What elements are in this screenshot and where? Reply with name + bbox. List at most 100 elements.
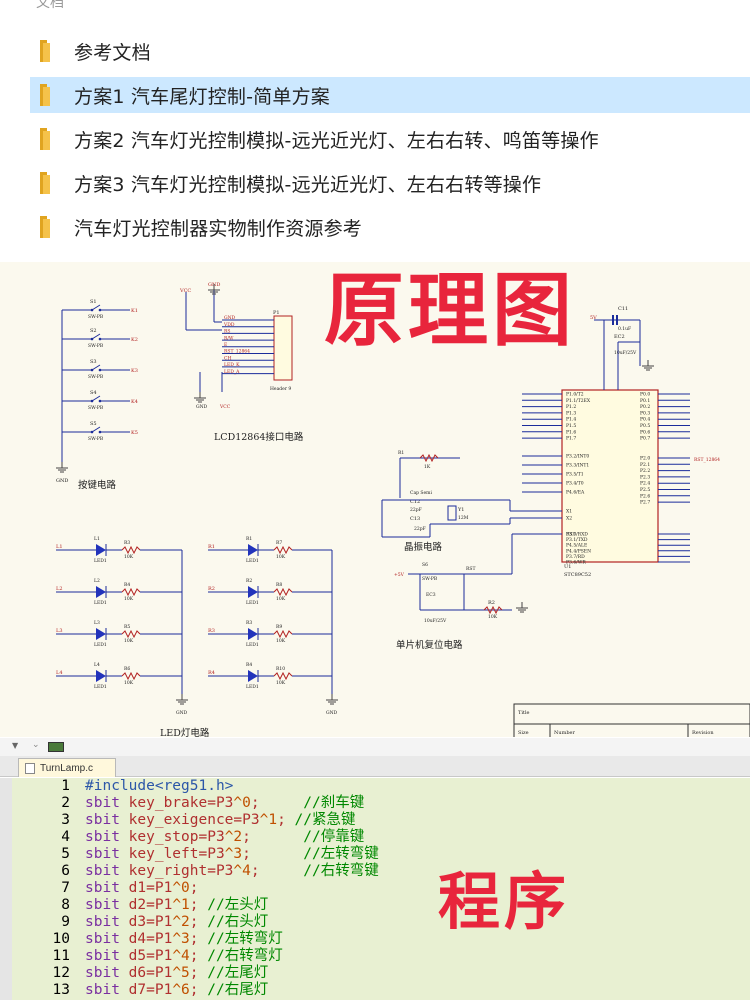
- schematic-label: LED1: [246, 684, 259, 690]
- schematic-label: 12M: [458, 515, 469, 521]
- schematic-label: P3.4/T0: [566, 481, 584, 487]
- switch-contact: [90, 337, 94, 341]
- schematic-label: E: [224, 342, 227, 348]
- schematic-label: 5V: [590, 315, 597, 321]
- switch-contact: [90, 430, 94, 434]
- code-token: sbit: [85, 982, 120, 998]
- switch-contact: [98, 368, 102, 372]
- resistor: [273, 629, 293, 639]
- code-token: sbit: [85, 931, 120, 947]
- schematic-label: GND: [176, 710, 188, 716]
- code-token: key_stop=P3: [119, 829, 225, 845]
- wire: [91, 333, 101, 340]
- led: [96, 670, 106, 682]
- schematic-label: K1: [131, 308, 138, 314]
- schematic-label: P1.3: [566, 410, 576, 416]
- code-token: d5=P1: [119, 948, 173, 964]
- switch-contact: [90, 368, 94, 372]
- schematic-label: P2.2: [640, 468, 650, 474]
- window-icon[interactable]: [48, 742, 64, 752]
- schematic-label: S1: [90, 299, 97, 305]
- schematic-label: P1.2: [566, 404, 576, 410]
- code-token: ;: [250, 863, 304, 879]
- title-block: [513, 703, 750, 737]
- wire: [91, 304, 101, 311]
- resistor: [121, 587, 141, 597]
- schematic-label: L1: [94, 536, 100, 542]
- switch-contact: [98, 308, 102, 312]
- schematic-label: R3: [124, 540, 130, 546]
- tab-turnlamp-c[interactable]: TurnLamp.c: [18, 758, 116, 777]
- schematic-label: P0.2: [640, 404, 650, 410]
- code-token: ;: [189, 880, 199, 896]
- folder-item[interactable]: 方案1 汽车尾灯控制-简单方案: [30, 77, 750, 113]
- schematic-label: SW-PB: [88, 374, 104, 380]
- schematic-label: R1: [246, 536, 252, 542]
- schematic-label: LCD12864接口电路: [214, 431, 304, 443]
- schematic-label: S6: [422, 562, 428, 568]
- code-token: ;: [189, 982, 208, 998]
- code-token: d6=P1: [119, 965, 173, 981]
- schematic-label: K4: [131, 399, 138, 405]
- code-token: d7=P1: [119, 982, 173, 998]
- schematic-label: SW-PB: [422, 576, 438, 582]
- schematic-label: X2: [566, 516, 572, 522]
- schematic-label: 1K: [424, 464, 431, 470]
- capacitor: [616, 315, 618, 325]
- schematic-label: SW-PB: [88, 436, 104, 442]
- line-number: 1: [61, 778, 70, 794]
- code-token: sbit: [85, 795, 120, 811]
- schematic-label: 10K: [124, 554, 134, 560]
- schematic-label: X1: [566, 509, 572, 515]
- line-number: 2: [61, 795, 70, 811]
- folder-name: 方案2 汽车灯光控制模拟-远光近光灯、左右右转、鸣笛等操作: [74, 129, 599, 152]
- schematic-label: R6: [124, 666, 130, 672]
- schematic-label: GND: [224, 315, 236, 321]
- schematic-label: P0.1: [640, 398, 650, 404]
- folder-item[interactable]: 汽车灯光控制器实物制作资源参考: [30, 209, 750, 245]
- schematic-label: 10K: [488, 614, 498, 620]
- line-number: 4: [61, 829, 70, 845]
- schematic-label: S3: [90, 359, 97, 365]
- schematic-label: R9: [276, 624, 282, 630]
- schematic-label: 10uF/25V: [614, 350, 637, 356]
- dropdown-icon[interactable]: ▼: [12, 741, 19, 750]
- schematic-label: R8: [276, 582, 282, 588]
- schematic-label: LED1: [246, 642, 259, 648]
- line-number: 12: [52, 965, 70, 981]
- chevron-down-icon[interactable]: ⌄: [32, 740, 40, 750]
- code-token: ^5: [172, 965, 190, 981]
- schematic-label: P0.5: [640, 423, 650, 429]
- schematic-label: GND: [326, 710, 338, 716]
- led: [96, 544, 106, 556]
- schematic-label: Cap Semi: [410, 490, 432, 496]
- schematic-label: P2.1: [640, 462, 650, 468]
- schematic-label: RS: [224, 329, 230, 335]
- schematic-label: P1.7: [566, 436, 576, 442]
- folder-item[interactable]: 方案3 汽车灯光控制模拟-远光近光灯、左右右转等操作: [30, 165, 750, 201]
- schematic-label: U1: [564, 564, 571, 570]
- schematic-label: VDD: [223, 322, 235, 328]
- led: [248, 586, 258, 598]
- code-token: sbit: [85, 846, 120, 862]
- resistor: [273, 587, 293, 597]
- schematic-label: SW-PB: [88, 405, 104, 411]
- code-token: sbit: [85, 914, 120, 930]
- schematic-label: 10K: [124, 680, 134, 686]
- folder-icon: [40, 216, 50, 238]
- code-token: ^3: [172, 931, 190, 947]
- folder-item[interactable]: 参考文档: [30, 33, 750, 69]
- schematic-label: R4: [246, 662, 252, 668]
- schematic-label: P3.5/T1: [566, 472, 584, 478]
- line-number: 13: [52, 982, 70, 998]
- folder-item[interactable]: 方案2 汽车灯光控制模拟-远光近光灯、左右右转、鸣笛等操作: [30, 121, 750, 157]
- code-token: sbit: [85, 829, 120, 845]
- line-number: 7: [61, 880, 70, 896]
- folder-name: 方案1 汽车尾灯控制-简单方案: [74, 85, 330, 108]
